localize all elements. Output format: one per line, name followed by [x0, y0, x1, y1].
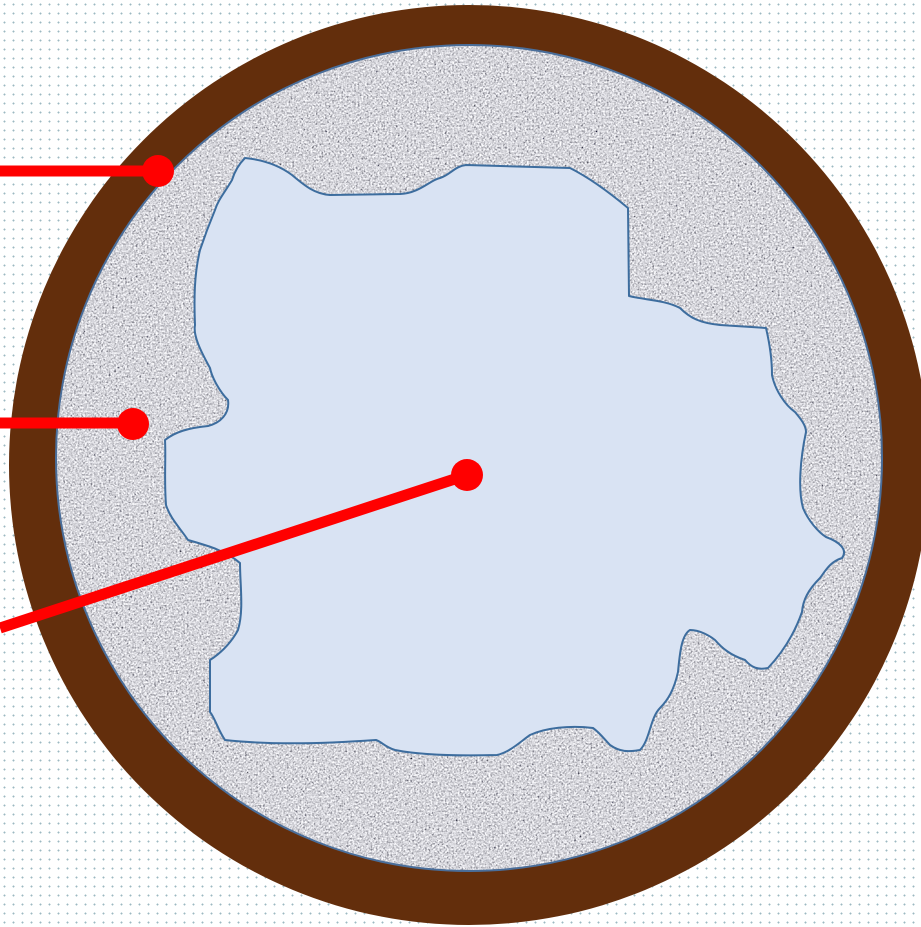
pointer-outer-ring: [0, 155, 174, 187]
pointer-inner-region-dot: [451, 459, 483, 491]
pointer-outer-ring-dot: [142, 155, 174, 187]
pointer-speckled-annulus-dot: [117, 408, 149, 440]
